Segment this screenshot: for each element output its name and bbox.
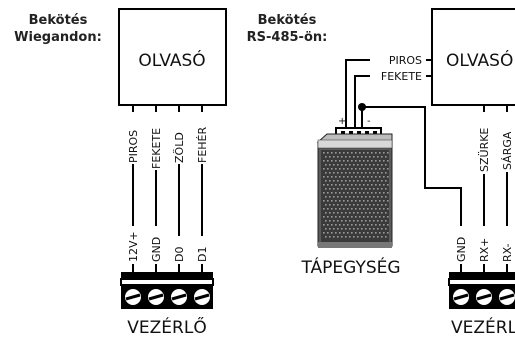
psu-minus-label: - <box>367 116 371 127</box>
rs485-reader-label: OLVASÓ <box>446 49 513 71</box>
wiegand-section: Bekötés Wiegandon: OLVASÓ PIROS FEKETE Z… <box>14 8 227 338</box>
wiegand-heading-line2: Wiegandon: <box>14 30 102 45</box>
wire-label-zold: ZÖLD <box>173 132 186 163</box>
wiegand-heading-line1: Bekötés <box>29 13 88 28</box>
wire-label-sarga: SÁRGA <box>501 131 514 170</box>
wire-label-fekete: FEKETE <box>150 128 163 169</box>
rs485-reader-box <box>431 8 515 106</box>
terminal-label-rx-plus: RX+ <box>478 238 491 262</box>
terminal-label-rx-minus: RX- <box>501 243 514 262</box>
terminal-label-gnd: GND <box>150 237 163 262</box>
rs485-heading-line2: RS-485-ön: <box>247 30 328 45</box>
wiegand-reader-box <box>118 8 227 106</box>
wire-label-feher: FEHÉR <box>196 127 209 163</box>
wiegand-reader-label: OLVASÓ <box>138 49 205 71</box>
rs485-controller-label: VEZÉRLŐ <box>451 316 515 338</box>
rs485-ground-wire <box>358 103 462 272</box>
rs485-section: Bekötés RS-485-ön: OLVASÓ PIROS FEKETE S… <box>247 8 515 338</box>
terminal-label-12v: 12V+ <box>127 231 140 262</box>
psu-label: TÁPEGYSÉG <box>300 256 400 278</box>
rs485-terminal-block <box>448 272 515 309</box>
terminal-label-d0: D0 <box>173 247 186 262</box>
wiegand-terminal-block <box>120 272 214 309</box>
rs485-power-wires: PIROS FEKETE <box>345 52 432 128</box>
rs485-heading-line1: Bekötés <box>258 13 317 28</box>
terminal-label-d1: D1 <box>196 247 209 262</box>
power-supply-icon: + - <box>316 116 393 248</box>
psu-plus-label: + <box>338 116 346 127</box>
wiegand-controller-label: VEZÉRLŐ <box>127 316 206 338</box>
wiegand-wires: PIROS FEKETE ZÖLD FEHÉR 12V+ GND D0 D1 <box>126 105 209 272</box>
wire-label-szurke: SZÜRKE <box>478 128 491 172</box>
terminal-label-gnd-rs485: GND <box>455 237 468 262</box>
wire-label-piros: PIROS <box>127 130 140 163</box>
wire-label-piros-rs485: PIROS <box>389 54 422 67</box>
rs485-data-wires: SZÜRKE SÁRGA GND RX+ RX- <box>454 105 514 272</box>
wire-label-fekete-rs485: FEKETE <box>381 70 422 83</box>
